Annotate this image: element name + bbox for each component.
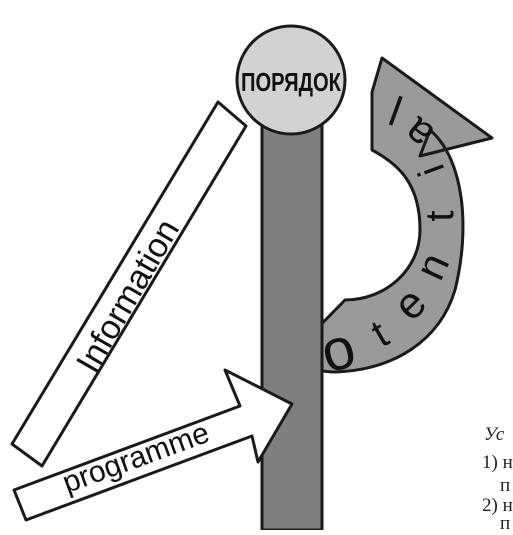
corner-text-3: п	[500, 475, 511, 496]
loop-letter: t	[418, 210, 462, 221]
information-label: Information	[69, 213, 187, 379]
corner-text-4: 2) н	[482, 495, 513, 516]
corner-text-2: 1) н	[482, 452, 513, 473]
order-ball	[235, 24, 347, 136]
corner-text-5: п	[500, 513, 511, 534]
corner-text-1: Ус	[484, 424, 505, 445]
order-label: ПОРЯДОК	[241, 67, 341, 97]
p-stem	[260, 118, 324, 530]
information-arrow: Information	[10, 100, 248, 468]
potential-loop	[294, 56, 494, 374]
